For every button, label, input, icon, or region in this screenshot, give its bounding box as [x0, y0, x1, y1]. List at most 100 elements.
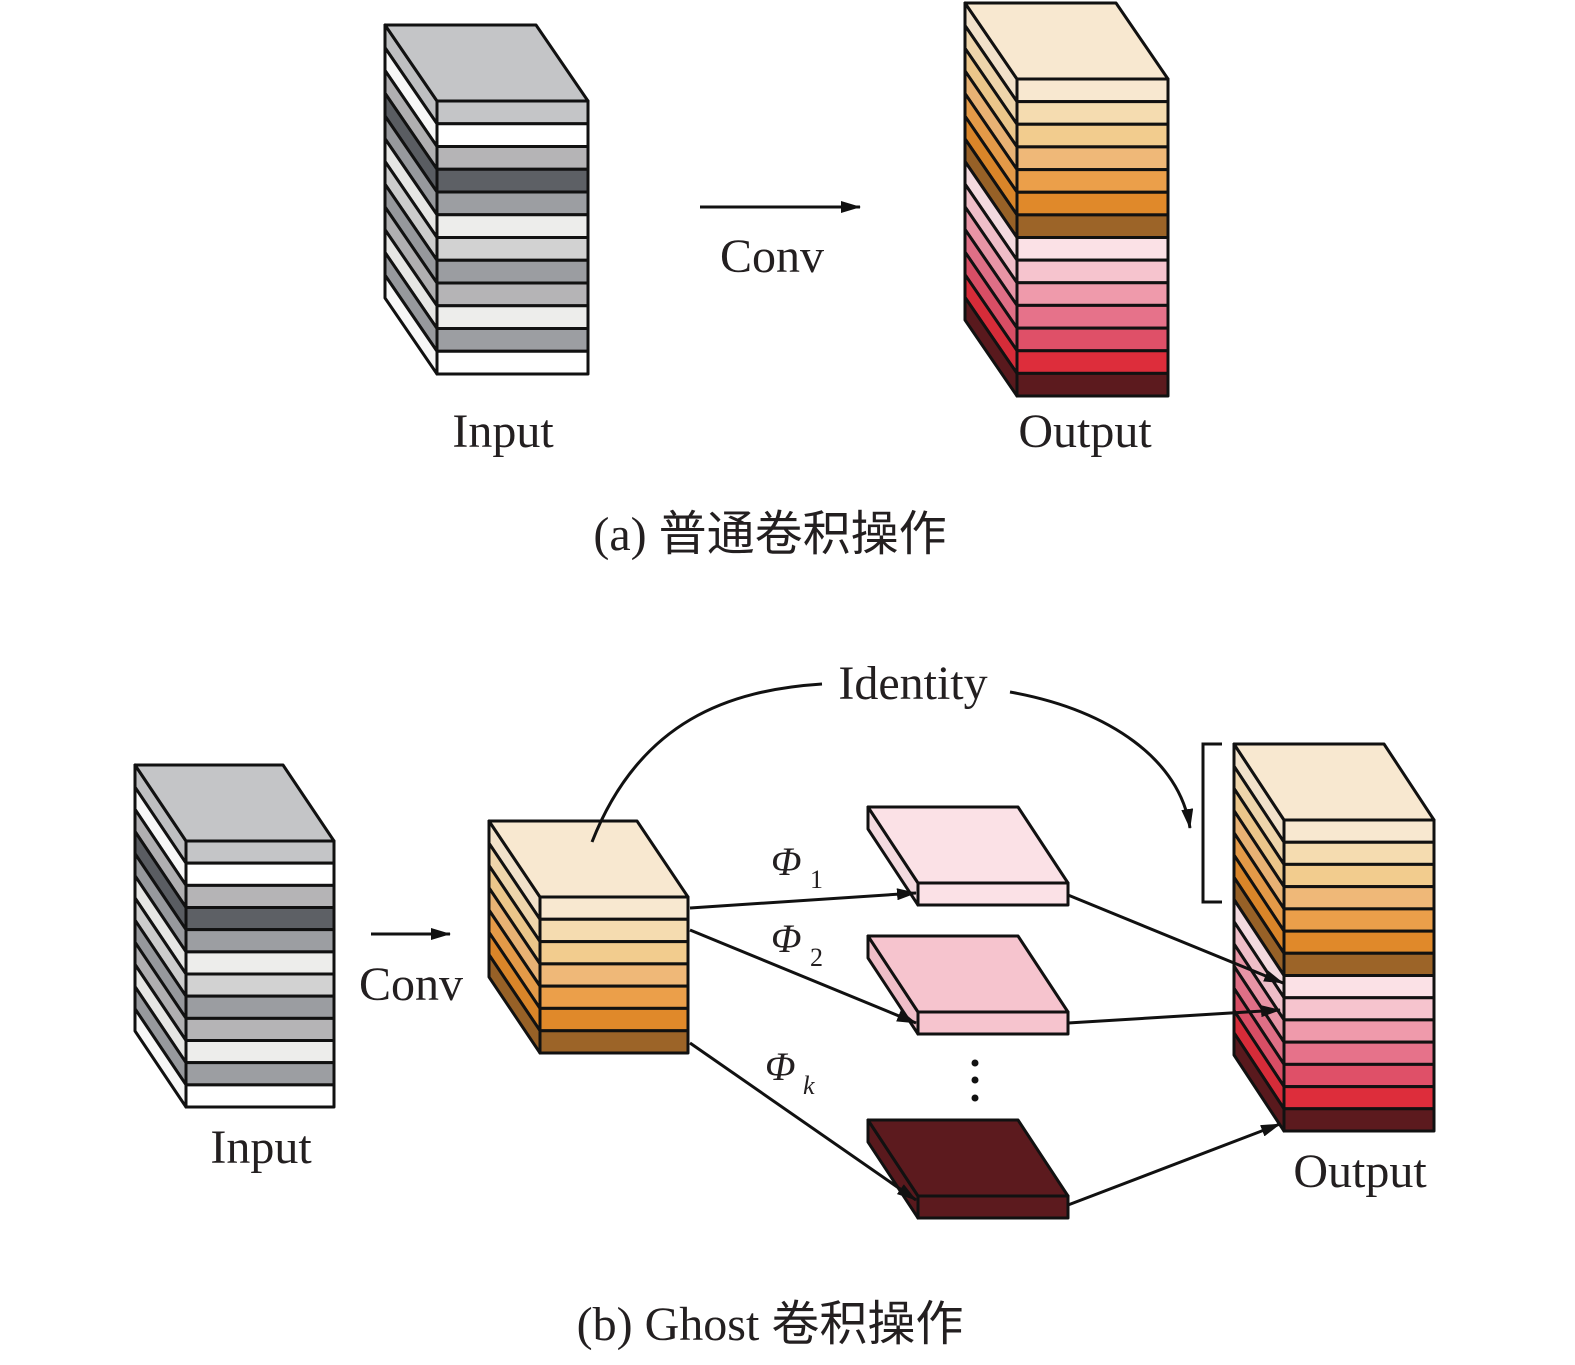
panel-a-input-tensor — [383, 23, 590, 376]
a-output-channel — [1015, 258, 1170, 285]
panel-a-input-label: Input — [452, 405, 554, 458]
ghost-slab-front — [916, 881, 1070, 907]
b-input-channel — [184, 928, 336, 954]
b-output-channel — [1282, 885, 1436, 911]
b-output-channel — [1282, 840, 1436, 866]
b-input-channel — [184, 1039, 336, 1065]
ghost2-to-output-arrow — [1067, 1005, 1281, 1025]
b-output-channel — [1282, 907, 1436, 933]
panel-a-output-tensor — [963, 1, 1170, 398]
b-output-channel — [1282, 996, 1436, 1022]
ghost1-to-output-arrow — [1067, 893, 1284, 985]
phik-symbol: Φ — [765, 1044, 795, 1089]
phi2-arrow — [689, 928, 917, 1025]
b-output-channel — [1282, 862, 1436, 889]
b-intrinsic-channel — [538, 962, 690, 988]
a-output-channel — [1015, 190, 1170, 217]
a-input-channel — [435, 213, 590, 239]
panel-b-ghost-feature-maps — [866, 805, 1070, 1220]
b-input-channel — [184, 972, 336, 998]
panel-b-output-label: Output — [1293, 1145, 1427, 1198]
identity-curve-right — [1009, 690, 1194, 829]
panel-a-output-label: Output — [1018, 405, 1152, 458]
b-input-channel — [184, 839, 336, 865]
a-input-channel — [435, 304, 590, 330]
b-intrinsic-channel — [538, 1006, 690, 1033]
b-input-channel — [184, 1061, 336, 1087]
a-output-channel — [1015, 100, 1170, 126]
a-input-channel — [435, 327, 590, 353]
a-input-channel — [435, 258, 590, 285]
a-output-channel — [1015, 122, 1170, 149]
b-input-channel — [184, 906, 336, 932]
ghost-feature-map-1 — [866, 805, 1070, 907]
b-intrinsic-channel — [538, 984, 690, 1010]
ghostk-to-output-arrow — [1067, 1122, 1281, 1207]
identity-label: Identity — [838, 657, 987, 710]
b-input-channel — [184, 994, 336, 1020]
a-output-channel — [1015, 145, 1170, 172]
ghost-feature-map-3 — [866, 1118, 1070, 1220]
panel-b-output-tensor — [1232, 742, 1436, 1133]
b-output-channel — [1282, 951, 1436, 977]
a-output-channel — [1015, 168, 1170, 194]
a-input-channel — [435, 281, 590, 308]
a-input-channel — [435, 236, 590, 262]
a-output-channel — [1015, 326, 1170, 353]
panel-a-caption: (a) 普通卷积操作 — [593, 508, 946, 561]
panel-b-intrinsic-feature-maps — [487, 819, 690, 1055]
a-output-channel — [1015, 236, 1170, 262]
a-output-channel — [1015, 213, 1170, 239]
b-output-channel — [1282, 1107, 1436, 1133]
ghost-slab-front — [916, 1194, 1070, 1220]
panel-b-caption: (b) Ghost 卷积操作 — [577, 1298, 964, 1351]
phik-subscript: k — [803, 1071, 815, 1100]
b-output-channel — [1282, 1018, 1436, 1044]
phi1-arrow — [689, 888, 917, 910]
b-intrinsic-channel — [538, 1029, 690, 1055]
b-input-channel — [184, 1016, 336, 1042]
b-intrinsic-channel — [538, 895, 690, 921]
b-input-channel — [184, 883, 336, 909]
b-output-channel — [1282, 818, 1436, 844]
ellipsis-dots — [971, 1059, 979, 1102]
a-output-channel — [1015, 281, 1170, 307]
panel-b-conv-label: Conv — [359, 958, 463, 1011]
a-output-channel — [1015, 303, 1170, 330]
b-input-channel — [184, 861, 336, 887]
b-intrinsic-channel — [538, 917, 690, 944]
panel-a-conv-label: Conv — [720, 230, 824, 283]
panel-b-input-tensor — [133, 763, 336, 1109]
a-output-channel — [1015, 349, 1170, 375]
phi1-subscript: 1 — [810, 865, 823, 894]
panel-b-ghost-conv: Conv Input Output Identity Φ 1 Φ 2 Φ k — [133, 657, 1436, 1351]
identity-bracket — [1201, 742, 1222, 904]
b-output-channel — [1282, 1062, 1436, 1089]
b-output-channel — [1282, 1085, 1436, 1111]
panel-a-standard-conv: Conv Input Output (a) 普通卷积操作 — [383, 1, 1170, 561]
a-input-channel — [435, 190, 590, 217]
a-output-channel — [1015, 77, 1170, 104]
a-input-channel — [435, 122, 590, 148]
phi2-label: Φ 2 — [771, 916, 823, 972]
identity-curve-left — [590, 682, 823, 843]
b-input-channel — [184, 1083, 336, 1109]
b-output-channel — [1282, 929, 1436, 955]
ghost-slab-front — [916, 1010, 1070, 1036]
a-input-channel — [435, 145, 590, 171]
b-output-channel — [1282, 974, 1436, 1000]
phik-arrow — [689, 1041, 917, 1202]
a-input-channel — [435, 349, 590, 376]
ghost-feature-map-2 — [866, 934, 1070, 1036]
b-output-channel — [1282, 1040, 1436, 1066]
panel-b-input-label: Input — [210, 1121, 312, 1174]
a-output-channel — [1015, 371, 1170, 398]
a-input-channel — [435, 99, 590, 126]
phi2-symbol: Φ — [771, 916, 801, 961]
b-input-channel — [184, 950, 336, 976]
phi1-symbol: Φ — [771, 839, 801, 884]
b-intrinsic-channel — [538, 940, 690, 966]
phi1-label: Φ 1 — [771, 839, 823, 894]
a-input-channel — [435, 167, 590, 194]
